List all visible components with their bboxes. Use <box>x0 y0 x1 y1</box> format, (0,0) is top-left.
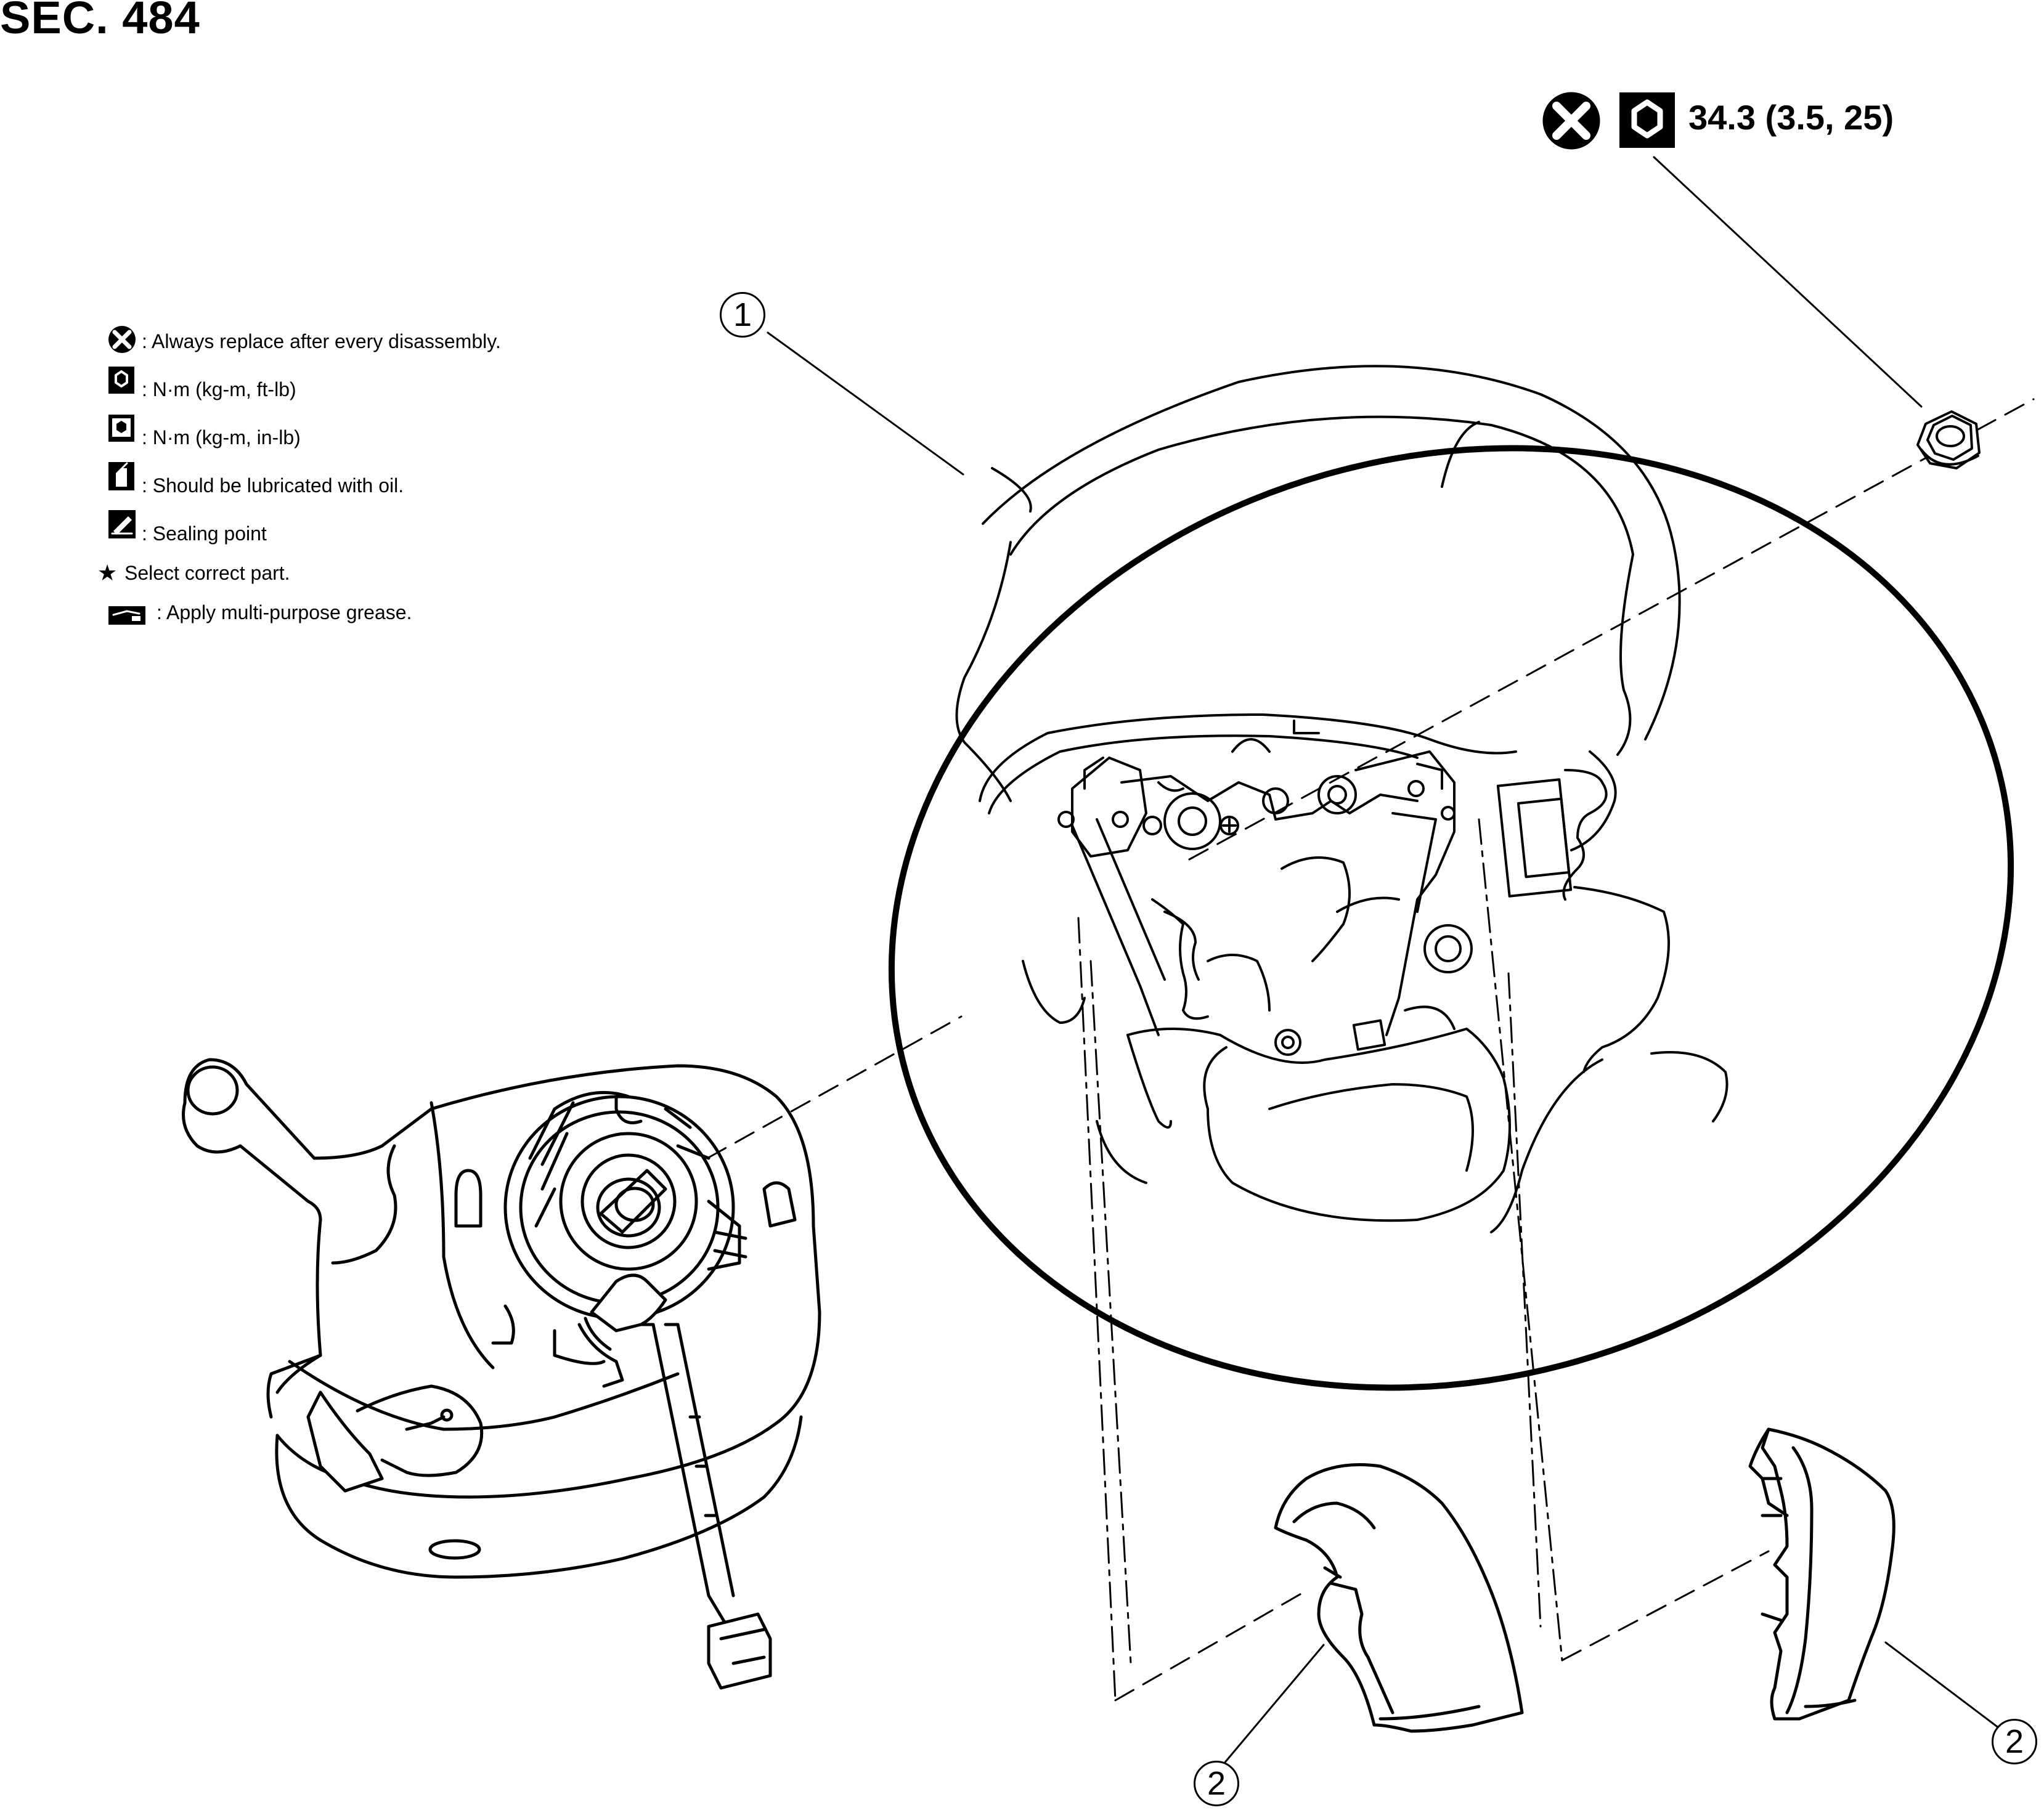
always-replace-icon <box>108 326 136 353</box>
torque-wrench-icon <box>1619 92 1675 148</box>
legend-text: : N·m (kg-m, ft-lb) <box>142 378 296 400</box>
legend: : Always replace after every disassembly… <box>97 322 524 632</box>
combination-switch-assembly <box>182 1058 821 1690</box>
legend-item-sealing: : Sealing point <box>105 514 524 553</box>
steering-cover-left <box>1274 1463 1524 1733</box>
legend-item-torque-inlb: : N·m (kg-m, in-lb) <box>105 418 524 457</box>
legend-text: Select correct part. <box>124 561 290 584</box>
legend-text: : Sealing point <box>142 522 267 545</box>
sealing-point-icon <box>108 510 136 538</box>
legend-icons <box>108 326 145 625</box>
legend-text: : Always replace after every disassembly… <box>142 330 501 352</box>
callout-cover-right: 2 <box>1992 1719 2037 1764</box>
torque-spec: 34.3 (3.5, 25) <box>1541 80 1894 154</box>
always-replace-icon <box>1542 92 1600 150</box>
steering-wheel-nut <box>1916 410 1981 469</box>
grease-icon <box>108 606 145 625</box>
callout-steering-wheel: 1 <box>720 292 765 338</box>
legend-item-always-replace: : Always replace after every disassembly… <box>105 322 524 361</box>
torque-header-icons <box>1542 92 1675 150</box>
steering-wheel <box>888 365 2014 1391</box>
star-icon: ★ <box>97 560 118 585</box>
assembly-axis-lines <box>706 398 2035 1702</box>
torque-nm-ftlb-icon <box>108 367 134 394</box>
callout-cover-left: 2 <box>1194 1761 1239 1806</box>
leader-lines <box>767 156 2003 1773</box>
section-title: SEC. 484 <box>0 0 200 43</box>
legend-item-select-part: ★ Select correct part. <box>97 553 524 593</box>
legend-text: : Apply multi-purpose grease. <box>157 601 412 623</box>
legend-text: : Should be lubricated with oil. <box>142 474 404 497</box>
legend-text: : N·m (kg-m, in-lb) <box>142 426 301 448</box>
torque-nm-inlb-icon <box>108 415 134 442</box>
legend-item-grease: : Apply multi-purpose grease. <box>157 593 524 632</box>
oil-can-icon <box>108 462 134 490</box>
legend-item-oil: : Should be lubricated with oil. <box>105 466 524 505</box>
steering-cover-right <box>1748 1427 1895 1721</box>
legend-item-torque-ftlb: : N·m (kg-m, ft-lb) <box>105 370 524 409</box>
torque-value: 34.3 (3.5, 25) <box>1688 97 1894 137</box>
